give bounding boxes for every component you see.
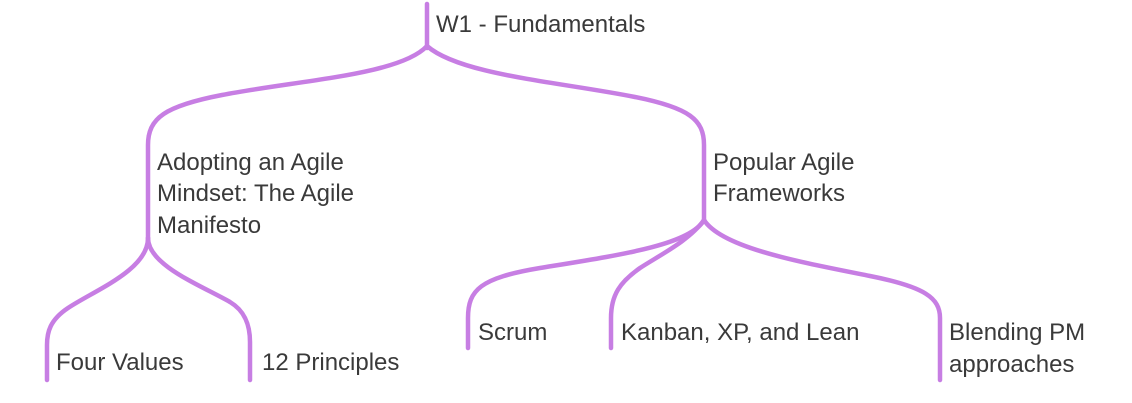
frameworks-line-2: Frameworks bbox=[713, 180, 845, 207]
branch-to-12-principles bbox=[145, 235, 253, 383]
branch-root-to-agile-mindset bbox=[145, 43, 430, 241]
branch-to-scrum bbox=[465, 217, 707, 351]
node-labels: W1 - Fundamentals Adopting an Agile Mind… bbox=[56, 11, 1092, 378]
branch-to-kanban bbox=[608, 217, 707, 351]
agile-mindset-line-1: Adopting an Agile bbox=[157, 149, 344, 176]
four-values-node[interactable]: Four Values bbox=[56, 349, 184, 376]
frameworks-node[interactable]: Popular Agile Frameworks bbox=[713, 149, 861, 207]
blending-node[interactable]: Blending PM approaches bbox=[949, 319, 1092, 378]
kanban-node[interactable]: Kanban, XP, and Lean bbox=[621, 319, 859, 346]
agile-mindset-line-3: Manifesto bbox=[157, 212, 261, 239]
agile-mindset-line-2: Mindset: The Agile bbox=[157, 180, 354, 207]
scrum-node[interactable]: Scrum bbox=[478, 319, 547, 346]
root-node[interactable]: W1 - Fundamentals bbox=[436, 11, 645, 38]
agile-mindset-node[interactable]: Adopting an Agile Mindset: The Agile Man… bbox=[157, 149, 361, 239]
blending-line-2: approaches bbox=[949, 351, 1074, 378]
branch-root-to-frameworks bbox=[424, 43, 707, 223]
blending-line-1: Blending PM bbox=[949, 319, 1085, 346]
branch-to-blending bbox=[701, 217, 943, 383]
frameworks-line-1: Popular Agile bbox=[713, 149, 854, 176]
branch-to-four-values bbox=[44, 235, 151, 383]
branches bbox=[44, 1, 943, 383]
12-principles-node[interactable]: 12 Principles bbox=[262, 349, 399, 376]
